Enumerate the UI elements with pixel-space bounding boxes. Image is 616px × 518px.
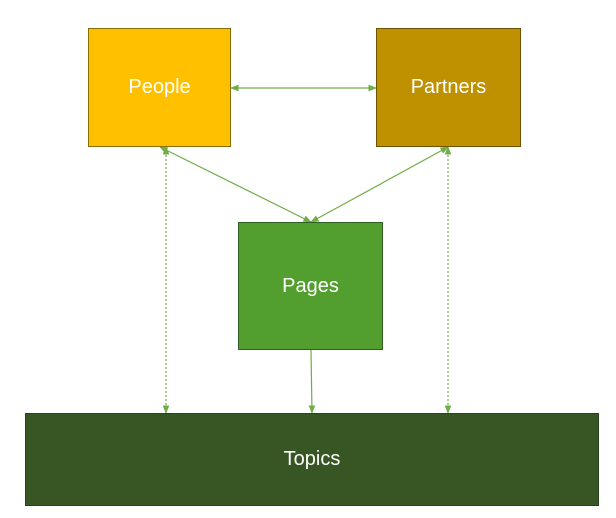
people-label: People	[128, 76, 191, 98]
edge-partners-pages	[310, 146, 449, 223]
pages-node: Pages	[238, 222, 383, 350]
topics-node: Topics	[25, 413, 599, 506]
partners-label: Partners	[410, 76, 487, 98]
people-node: People	[88, 28, 231, 147]
edge-people-pages	[159, 146, 312, 223]
edge-pages-topics	[308, 349, 316, 414]
partners-node: Partners	[376, 28, 521, 147]
topics-label: Topics	[283, 448, 341, 470]
pages-label: Pages	[282, 274, 339, 297]
